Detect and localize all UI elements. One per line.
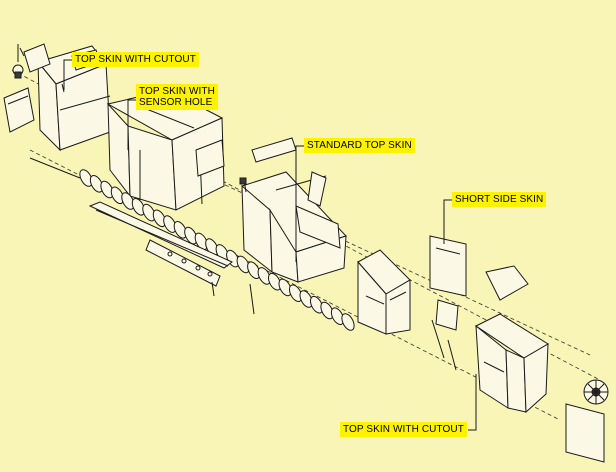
auger-flight <box>341 313 355 331</box>
auger-flight <box>299 290 313 308</box>
auger-flight <box>257 267 271 285</box>
left-end-hub <box>12 44 25 79</box>
auger-flight <box>142 203 156 222</box>
auger-flight <box>267 272 282 291</box>
trough-section-5 <box>475 313 549 414</box>
loose-rods <box>29 157 255 315</box>
auger-flight <box>278 278 292 297</box>
auger-flight <box>100 180 114 199</box>
callout-top-skin-sensor-hole: TOP SKIN WITH SENSOR HOLE <box>136 84 218 110</box>
short-side-skin-panel <box>429 235 467 297</box>
screw-conveyor-auger <box>79 169 355 331</box>
auger-flight <box>194 232 208 251</box>
right-end-assembly <box>565 379 609 463</box>
auger-flight <box>110 186 125 205</box>
auger-flight <box>320 301 334 320</box>
auger-flight <box>163 215 177 233</box>
auger-flight <box>89 175 104 193</box>
trough-section-3 <box>241 137 347 283</box>
auger-flight <box>152 209 167 228</box>
callout-top-skin-cutout-right: TOP SKIN WITH CUTOUT <box>340 422 467 437</box>
loose-brackets <box>431 265 529 371</box>
auger-flight <box>121 192 135 210</box>
auger-flight <box>309 295 324 314</box>
left-end-plate <box>3 87 35 133</box>
auger-flight <box>184 226 198 245</box>
auger-flight <box>173 221 187 239</box>
auger-flight <box>288 284 303 302</box>
auger-flight <box>79 169 93 187</box>
auger-flight <box>236 255 250 274</box>
trough-section-4 <box>357 249 411 335</box>
callout-top-skin-cutout-left: TOP SKIN WITH CUTOUT <box>72 52 199 67</box>
auger-flight <box>131 198 146 216</box>
callout-standard-top-skin: STANDARD TOP SKIN <box>304 138 415 153</box>
auger-flight <box>247 261 261 279</box>
auger-flight <box>330 307 345 325</box>
trough-rail <box>88 201 233 297</box>
callout-short-side-skin: SHORT SIDE SKIN <box>452 192 547 207</box>
callout-leaders <box>61 59 477 431</box>
